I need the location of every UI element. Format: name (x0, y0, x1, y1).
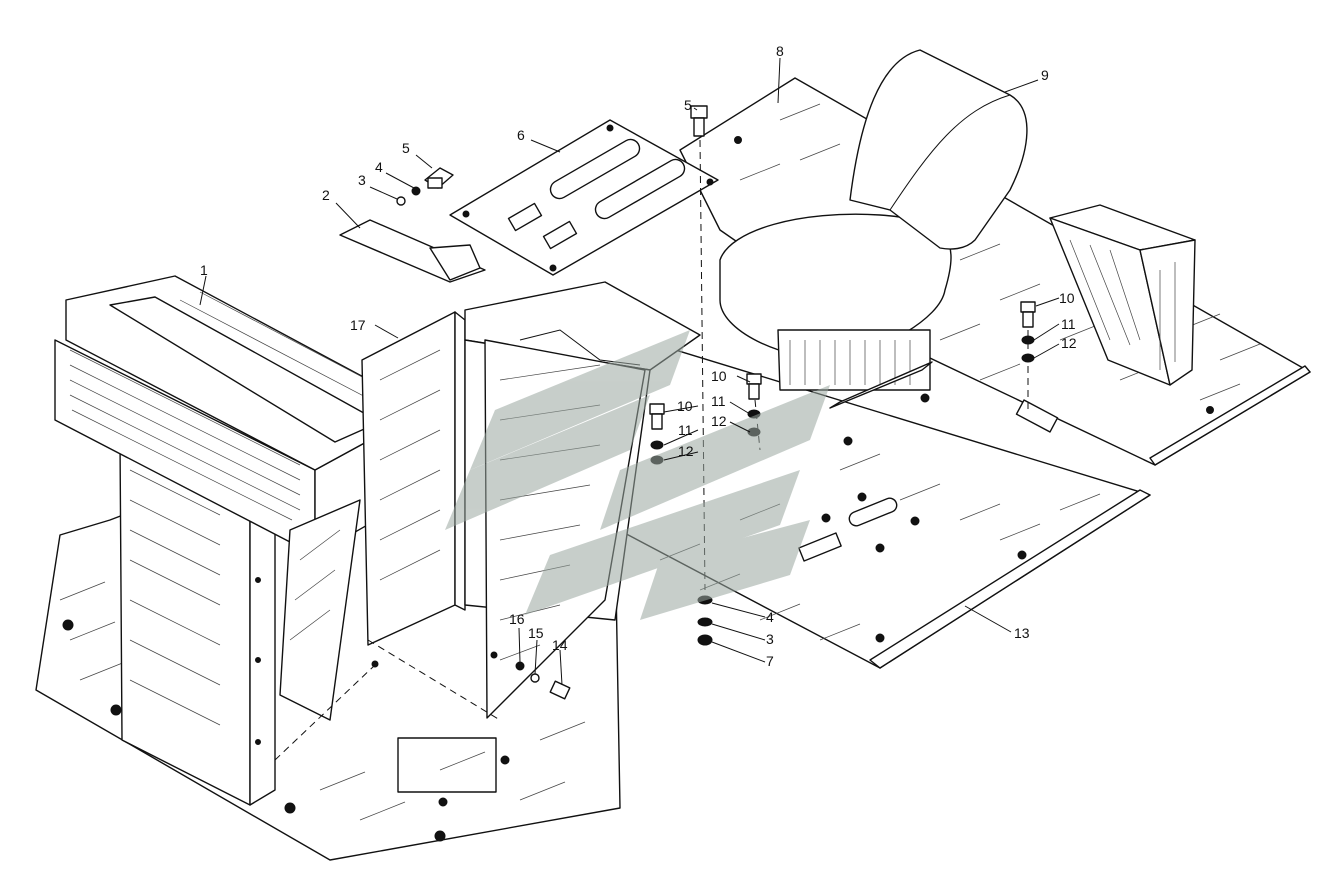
callout-1: 1 (200, 262, 208, 278)
callout-11: 11 (1061, 316, 1076, 332)
bolt-10-b (746, 373, 762, 400)
callout-12: 12 (711, 413, 727, 429)
callout-4: 4 (766, 609, 774, 625)
cover-plate (449, 119, 719, 276)
callout-2: 2 (322, 187, 330, 203)
callout-3: 3 (358, 172, 366, 188)
callout-8: 8 (776, 43, 784, 59)
callout-17: 17 (350, 317, 366, 333)
callout-10: 10 (711, 368, 727, 384)
floor-holes (62, 393, 1027, 842)
operator-seat (719, 49, 1028, 409)
bolt-10-a (649, 403, 665, 430)
bolt-5-right (690, 105, 708, 137)
callout-13: 13 (1014, 625, 1030, 641)
callout-4: 4 (375, 159, 383, 175)
callout-12: 12 (678, 443, 694, 459)
leader-lines (199, 57, 1060, 686)
callout-10: 10 (677, 398, 693, 414)
bolt-10-c (1020, 301, 1036, 328)
callout-labels: 1 2 3 4 5 5 6 8 9 10 11 12 10 11 12 10 1… (200, 43, 1077, 669)
callout-3: 3 (766, 631, 774, 647)
bolt-5-upper (424, 167, 454, 189)
callout-5: 5 (684, 97, 692, 113)
storage-box (1049, 204, 1196, 386)
callout-7: 7 (766, 653, 774, 669)
callout-10: 10 (1059, 290, 1075, 306)
callout-11: 11 (711, 393, 726, 409)
callout-15: 15 (528, 625, 544, 641)
callout-9: 9 (1041, 67, 1049, 83)
watermark-logo (445, 330, 830, 620)
callout-12: 12 (1061, 335, 1077, 351)
callout-5: 5 (402, 140, 410, 156)
bolt-14 (549, 680, 571, 700)
bracket (339, 219, 486, 283)
callout-14: 14 (552, 637, 568, 653)
callout-11: 11 (678, 422, 693, 438)
callout-6: 6 (517, 127, 525, 143)
callout-16: 16 (509, 611, 525, 627)
